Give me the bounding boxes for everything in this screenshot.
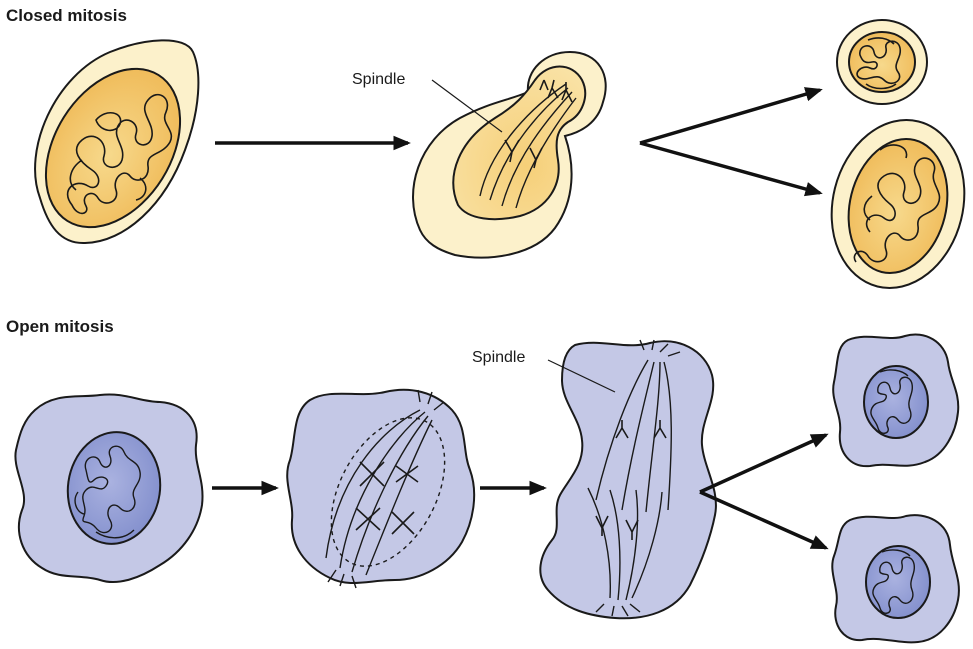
closed-spindle-label: Spindle	[352, 71, 405, 88]
closed-cell-interphase	[18, 40, 208, 251]
closed-daughter-large	[814, 106, 973, 302]
open-cell-interphase	[15, 394, 202, 582]
open-arrow-up	[700, 435, 826, 492]
closed-cell-dividing	[413, 52, 606, 258]
open-cell-metaphase	[287, 390, 474, 588]
open-cell-anaphase	[540, 340, 716, 618]
closed-arrow-up	[640, 90, 820, 143]
open-daughter-top	[833, 334, 958, 466]
open-spindle-label: Spindle	[472, 349, 525, 366]
open-arrow-down	[700, 492, 826, 548]
closed-arrow-down	[640, 143, 820, 193]
closed-daughter-small	[837, 20, 927, 104]
open-daughter-bottom	[832, 515, 959, 642]
